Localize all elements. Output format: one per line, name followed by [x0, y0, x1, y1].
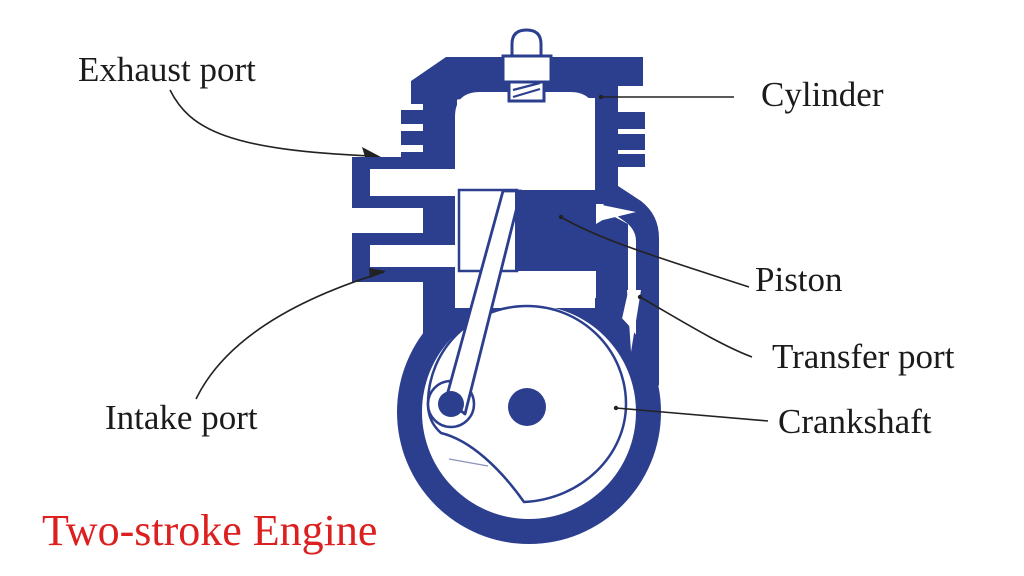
label-crankshaft: Crankshaft — [778, 402, 932, 441]
crank-disc-detail-line — [448, 458, 489, 467]
exhaust-port-leader-line — [169, 89, 373, 157]
spark-plug-body — [501, 54, 553, 84]
crank-pin — [438, 391, 464, 417]
label-cylinder: Cylinder — [761, 75, 884, 114]
intake-port-leader-line — [195, 271, 385, 400]
transfer-port-inner-wall — [596, 215, 628, 341]
label-exhaust-port: Exhaust port — [78, 50, 256, 89]
piston-leader-line — [560, 216, 750, 288]
spark-plug-insulator — [510, 28, 543, 60]
diagram-title: Two-stroke Engine — [42, 506, 378, 555]
right-cooling-fin — [616, 134, 645, 150]
exhaust-passage — [370, 169, 458, 196]
spark-plug-thread-hatch — [512, 81, 541, 99]
piston-leader-dot — [558, 214, 564, 220]
transfer-port-leader-line — [639, 296, 753, 358]
piston-body — [515, 190, 596, 271]
transfer-port-leader-dot — [637, 294, 643, 300]
transfer-port-outer-wall — [603, 182, 659, 386]
intake-port-arrowhead — [369, 268, 386, 278]
left-cooling-fin — [401, 131, 425, 145]
intake-passage — [370, 245, 458, 267]
crankshaft-leader-line — [615, 407, 769, 422]
label-piston: Piston — [755, 260, 843, 299]
cylinder-right-wall — [595, 78, 618, 204]
right-cooling-fin — [616, 154, 645, 167]
cylinder-leader-dot — [598, 94, 604, 100]
crankshaft-leader-dot — [613, 405, 619, 411]
transfer-port-opening — [597, 204, 636, 221]
right-cooling-fin — [616, 112, 645, 129]
label-intake-port: Intake port — [105, 398, 258, 437]
spark-plug-thread — [507, 80, 546, 103]
exhaust-port-arrowhead — [362, 147, 381, 157]
label-transfer-port: Transfer port — [772, 337, 955, 376]
transfer-channel — [627, 290, 641, 352]
crankshaft-center — [508, 388, 546, 426]
left-cooling-fin — [401, 110, 425, 124]
